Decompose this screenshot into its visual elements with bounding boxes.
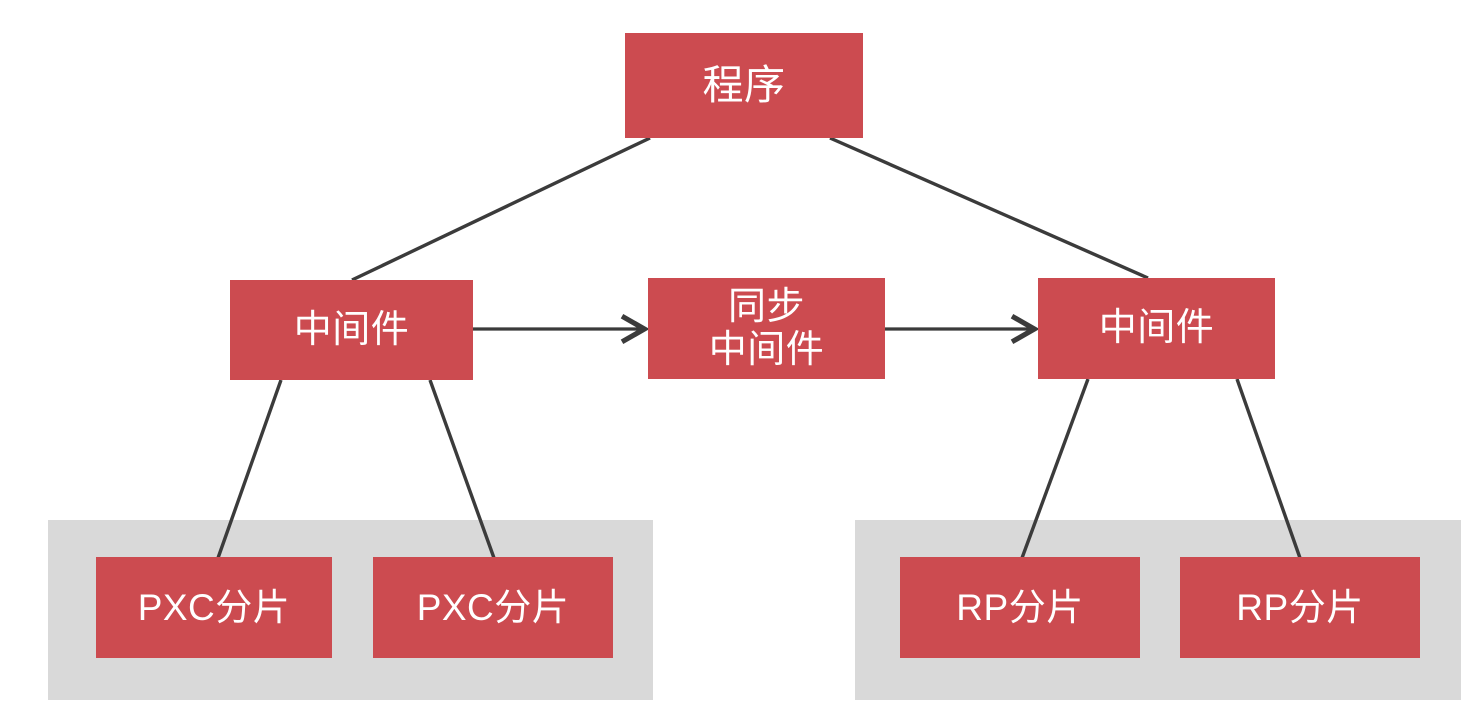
node-app[interactable]: 程序: [625, 33, 863, 138]
node-sync-middleware-label: 同步 中间件: [708, 285, 825, 371]
node-middleware-right-label: 中间件: [1098, 307, 1215, 350]
node-middleware-right[interactable]: 中间件: [1038, 278, 1275, 379]
node-app-label: 程序: [702, 61, 786, 108]
node-pxc-shard-1[interactable]: PXC分片: [96, 557, 332, 658]
node-rp-shard-1-label: RP分片: [956, 586, 1084, 628]
node-sync-middleware[interactable]: 同步 中间件: [648, 278, 885, 379]
node-pxc-shard-2-label: PXC分片: [416, 586, 570, 628]
node-rp-shard-2-label: RP分片: [1236, 586, 1364, 628]
node-pxc-shard-2[interactable]: PXC分片: [373, 557, 613, 658]
node-middleware-left-label: 中间件: [293, 308, 410, 351]
node-pxc-shard-1-label: PXC分片: [137, 586, 291, 628]
connector-app-to-middleware-left: [351, 136, 651, 282]
node-rp-shard-1[interactable]: RP分片: [900, 557, 1140, 658]
node-rp-shard-2[interactable]: RP分片: [1180, 557, 1420, 658]
connector-app-to-middleware-right: [829, 136, 1149, 280]
node-middleware-left[interactable]: 中间件: [230, 280, 473, 380]
